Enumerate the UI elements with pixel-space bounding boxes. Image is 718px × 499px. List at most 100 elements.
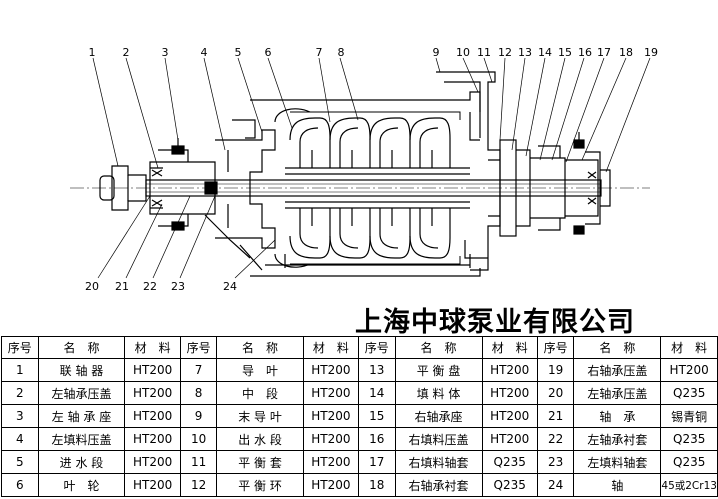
callout-6: 6	[265, 46, 272, 59]
table-cell: 左填料轴套	[573, 450, 662, 474]
table-cell: 右填料轴套	[394, 450, 483, 474]
table-cell: 叶 轮	[37, 473, 126, 497]
pump-cross-section-drawing: 1 2 3 4 5 6 7 8 9 10 11 12 13 14 15 16 1…	[70, 46, 658, 293]
table-cell: HT200	[481, 427, 538, 451]
table-cell: 3	[1, 404, 39, 428]
table-cell: 右轴承座	[394, 404, 483, 428]
table-cell: 填 料 体	[394, 381, 483, 405]
table-cell: HT200	[124, 427, 181, 451]
table-header-row: 序号 名 称 材 料 序号 名 称 材 料 序号 名 称 材 料 序号 名 称 …	[1, 336, 718, 359]
callout-15: 15	[558, 46, 572, 59]
header-no: 序号	[536, 336, 575, 359]
table-cell: 45或2Cr13	[660, 473, 718, 497]
header-material: 材 料	[302, 336, 360, 359]
table-cell: 左轴承衬套	[573, 427, 662, 451]
table-row: 1 联 轴 器 HT200 7 导 叶 HT200 13 平 衡 盘 HT200…	[1, 358, 718, 382]
table-cell: HT200	[124, 358, 181, 382]
callout-12: 12	[498, 46, 512, 59]
header-material: 材 料	[481, 336, 538, 359]
shaft	[145, 179, 602, 197]
callout-14: 14	[538, 46, 552, 59]
parts-list-table: 序号 名 称 材 料 序号 名 称 材 料 序号 名 称 材 料 序号 名 称 …	[1, 336, 718, 497]
table-cell: 右轴承衬套	[394, 473, 483, 497]
callout-8: 8	[338, 46, 345, 59]
header-material: 材 料	[660, 336, 718, 359]
header-name: 名 称	[394, 336, 483, 359]
table-cell: HT200	[660, 358, 718, 382]
table-cell: Q235	[660, 450, 718, 474]
outlet-section	[436, 71, 501, 271]
table-cell: 11	[179, 450, 218, 474]
callout-5: 5	[235, 46, 242, 59]
table-cell: 左轴承压盖	[573, 381, 662, 405]
header-name: 名 称	[573, 336, 662, 359]
table-cell: Q235	[660, 427, 718, 451]
table-cell: 19	[536, 358, 575, 382]
callout-3: 3	[162, 46, 169, 59]
callout-9: 9	[433, 46, 440, 59]
table-cell: 23	[536, 450, 575, 474]
table-cell: 7	[179, 358, 218, 382]
table-cell: Q235	[481, 473, 538, 497]
table-row: 2 左轴承压盖 HT200 8 中 段 HT200 14 填 料 体 HT200…	[1, 381, 718, 405]
table-cell: 10	[179, 427, 218, 451]
table-cell: HT200	[124, 404, 181, 428]
table-cell: HT200	[302, 427, 360, 451]
table-cell: 17	[358, 450, 396, 474]
callout-23: 23	[171, 280, 185, 293]
callout-2: 2	[123, 46, 130, 59]
table-cell: 4	[1, 427, 39, 451]
table-cell: 锡青铜	[660, 404, 718, 428]
header-material: 材 料	[124, 336, 181, 359]
callout-18: 18	[619, 46, 633, 59]
table-cell: 13	[358, 358, 396, 382]
callout-1: 1	[89, 46, 96, 59]
table-cell: 16	[358, 427, 396, 451]
callout-17: 17	[597, 46, 611, 59]
callout-4: 4	[201, 46, 208, 59]
table-cell: 12	[179, 473, 218, 497]
stage-casings-top	[274, 108, 470, 175]
coupling	[99, 165, 147, 211]
header-no: 序号	[1, 336, 39, 359]
table-cell: 8	[179, 381, 218, 405]
table-cell: Q235	[481, 450, 538, 474]
table-cell: 1	[1, 358, 39, 382]
table-cell: 右填料压盖	[394, 427, 483, 451]
table-row: 4 左填料压盖 HT200 10 出 水 段 HT200 16 右填料压盖 HT…	[1, 427, 718, 451]
left-bearing-housing	[149, 138, 216, 231]
table-cell: 18	[358, 473, 396, 497]
header-no: 序号	[179, 336, 218, 359]
table-cell: HT200	[302, 473, 360, 497]
table-cell: 出 水 段	[216, 427, 304, 451]
table-cell: 21	[536, 404, 575, 428]
table-cell: HT200	[124, 473, 181, 497]
table-cell: 20	[536, 381, 575, 405]
inlet-section	[204, 119, 276, 271]
callouts-bottom	[97, 195, 276, 279]
table-cell: 14	[358, 381, 396, 405]
table-cell: 5	[1, 450, 39, 474]
callout-7: 7	[316, 46, 323, 59]
callout-22: 22	[143, 280, 157, 293]
table-cell: 导 叶	[216, 358, 304, 382]
table-cell: 平 衡 盘	[394, 358, 483, 382]
table-cell: 24	[536, 473, 575, 497]
table-cell: Q235	[660, 381, 718, 405]
company-name: 上海中球泵业有限公司	[355, 307, 635, 338]
table-cell: HT200	[302, 404, 360, 428]
right-bearing-housing	[530, 132, 611, 235]
table-cell: 轴	[573, 473, 662, 497]
callout-19: 19	[644, 46, 658, 59]
table-cell: HT200	[302, 450, 360, 474]
table-cell: 左 轴 承 座	[37, 404, 126, 428]
callout-10: 10	[456, 46, 470, 59]
callout-13: 13	[518, 46, 532, 59]
header-name: 名 称	[216, 336, 304, 359]
table-cell: 平 衡 环	[216, 473, 304, 497]
outer-casing	[250, 91, 481, 277]
table-row: 3 左 轴 承 座 HT200 9 末 导 叶 HT200 15 右轴承座 HT…	[1, 404, 718, 428]
table-cell: 左填料压盖	[37, 427, 126, 451]
callout-16: 16	[578, 46, 592, 59]
table-cell: HT200	[481, 404, 538, 428]
